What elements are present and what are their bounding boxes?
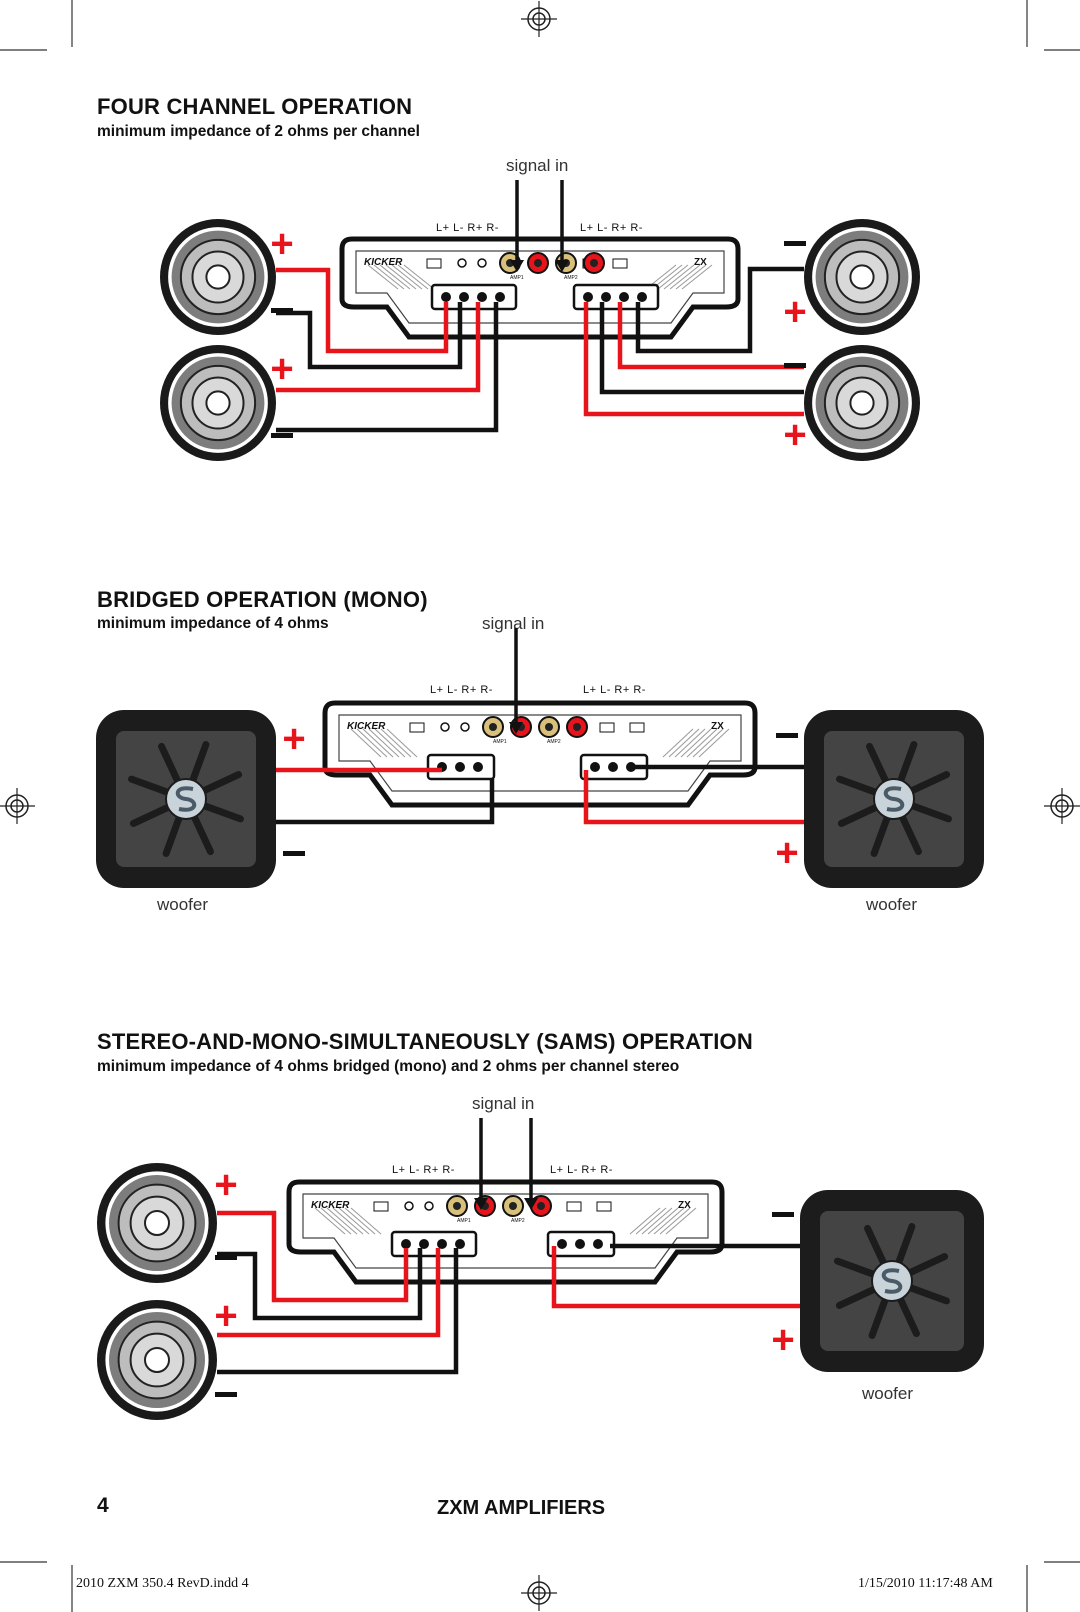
woofer-label-left: woofer [157, 895, 209, 914]
terminal-label-3a: L+ L- R+ R- [392, 1164, 455, 1176]
svg-text:KICKER: KICKER [311, 1200, 350, 1211]
svg-text:KICKER: KICKER [364, 257, 403, 268]
wire-3-r-pos [217, 1248, 441, 1338]
wire-3-r-neg [217, 1248, 459, 1375]
woofer-right [804, 710, 984, 888]
terminal-label-2b: L+ L- R+ R- [583, 684, 646, 696]
speaker-rl [160, 345, 276, 461]
terminal-block-2a [426, 753, 496, 781]
terminal-label-3b: L+ L- R+ R- [550, 1164, 613, 1176]
wire-1-fr-pos [583, 302, 804, 417]
page-number: 4 [97, 1494, 109, 1517]
signal-in-label-3: signal in [472, 1094, 535, 1113]
terminal-block-2b [579, 753, 649, 781]
wire-1-l-neg [276, 302, 463, 370]
svg-text:AMP2: AMP2 [511, 1218, 525, 1224]
woofer-label-right: woofer [866, 895, 918, 914]
signal-in-label-1: signal in [506, 156, 569, 175]
wire-2-right-pos [583, 770, 804, 825]
polarity-plus-1a: + [270, 222, 293, 266]
svg-text:KICKER: KICKER [347, 721, 386, 732]
polarity-minus-1c [784, 241, 806, 246]
wire-1-rr-pos [617, 302, 804, 370]
svg-text:AMP2: AMP2 [564, 275, 578, 281]
polarity-minus-3a [215, 1255, 237, 1260]
signal-arrow-2-head [509, 722, 523, 734]
wire-1-rr-neg [635, 266, 804, 354]
wire-1-r-neg [276, 302, 499, 433]
speaker-fr [804, 219, 920, 335]
section-subtitle-sams: minimum impedance of 4 ohms bridged (mon… [97, 1058, 680, 1075]
svg-text:ZX: ZX [678, 1200, 691, 1211]
polarity-minus-2a [283, 851, 305, 856]
svg-text:AMP1: AMP1 [457, 1218, 471, 1224]
svg-text:AMP1: AMP1 [493, 739, 507, 745]
section-subtitle-four-channel: minimum impedance of 2 ohms per channel [97, 123, 420, 140]
registration-mark-left [0, 787, 36, 825]
terminal-label-1b: L+ L- R+ R- [580, 222, 643, 234]
svg-text:ZX: ZX [694, 257, 707, 268]
wire-1-l-pos [276, 267, 449, 354]
wire-2-left-neg [276, 779, 495, 825]
section-title-four-channel: FOUR CHANNEL OPERATION [97, 94, 413, 119]
registration-mark-bottom [520, 1574, 558, 1612]
footer-timestamp: 1/15/2010 11:17:48 AM [858, 1576, 993, 1591]
polarity-plus-1c: + [783, 290, 806, 334]
signal-arrow-3b-head [524, 1198, 538, 1210]
product-name: ZXM AMPLIFIERS [437, 1497, 606, 1519]
terminal-label-2a: L+ L- R+ R- [430, 684, 493, 696]
svg-text:AMP1: AMP1 [510, 275, 524, 281]
footer-file-name: 2010 ZXM 350.4 RevD.indd 4 [76, 1576, 249, 1591]
svg-text:AMP2: AMP2 [547, 739, 561, 745]
wire-1-r-pos [276, 302, 481, 393]
speaker-rr [804, 345, 920, 461]
woofer-left [96, 710, 276, 888]
polarity-plus-3a: + [214, 1163, 237, 1207]
woofer-sams [800, 1190, 984, 1372]
registration-mark-top [520, 0, 558, 38]
polarity-plus-1b: + [270, 347, 293, 391]
wire-1-fr-neg [599, 302, 804, 395]
polarity-plus-3c: + [771, 1318, 794, 1362]
terminal-label-1a: L+ L- R+ R- [436, 222, 499, 234]
polarity-minus-1a [271, 308, 293, 313]
registration-mark-right [1043, 787, 1080, 825]
terminal-block-3b [546, 1230, 616, 1258]
speaker-fl [160, 219, 276, 335]
wire-3-f-pos [217, 1210, 409, 1303]
polarity-minus-1b [271, 433, 293, 438]
polarity-minus-1d [784, 363, 806, 368]
signal-arrow-1a-head [510, 260, 524, 272]
svg-text:ZX: ZX [711, 721, 724, 732]
amp-four-channel: KICKER ZX AMP1 AMP2 [339, 236, 741, 340]
section-title-bridged: BRIDGED OPERATION (MONO) [97, 587, 428, 612]
section-subtitle-bridged: minimum impedance of 4 ohms [97, 615, 329, 632]
section-title-sams: STEREO-AND-MONO-SIMULTANEOUSLY (SAMS) OP… [97, 1029, 753, 1054]
woofer-label-sams: woofer [862, 1384, 914, 1403]
signal-in-label-2: signal in [482, 614, 545, 633]
speaker-sams-front [97, 1163, 217, 1283]
polarity-plus-2a: + [282, 717, 305, 761]
polarity-minus-3c [772, 1212, 794, 1217]
speaker-sams-rear [97, 1300, 217, 1420]
polarity-minus-3b [215, 1392, 237, 1397]
signal-arrow-1b-head [555, 260, 569, 272]
polarity-plus-2b: + [775, 831, 798, 875]
signal-arrow-3a-head [474, 1198, 488, 1210]
amp-sams: KICKER ZX AMP1 AMP2 [286, 1179, 725, 1285]
polarity-plus-3b: + [214, 1294, 237, 1338]
polarity-plus-1d: + [783, 413, 806, 457]
amp-bridged: KICKER ZX AMP1 AMP2 [322, 700, 758, 808]
wire-3-f-neg [217, 1248, 423, 1321]
wire-3-woofer-pos [551, 1246, 800, 1309]
polarity-minus-2b [776, 733, 798, 738]
